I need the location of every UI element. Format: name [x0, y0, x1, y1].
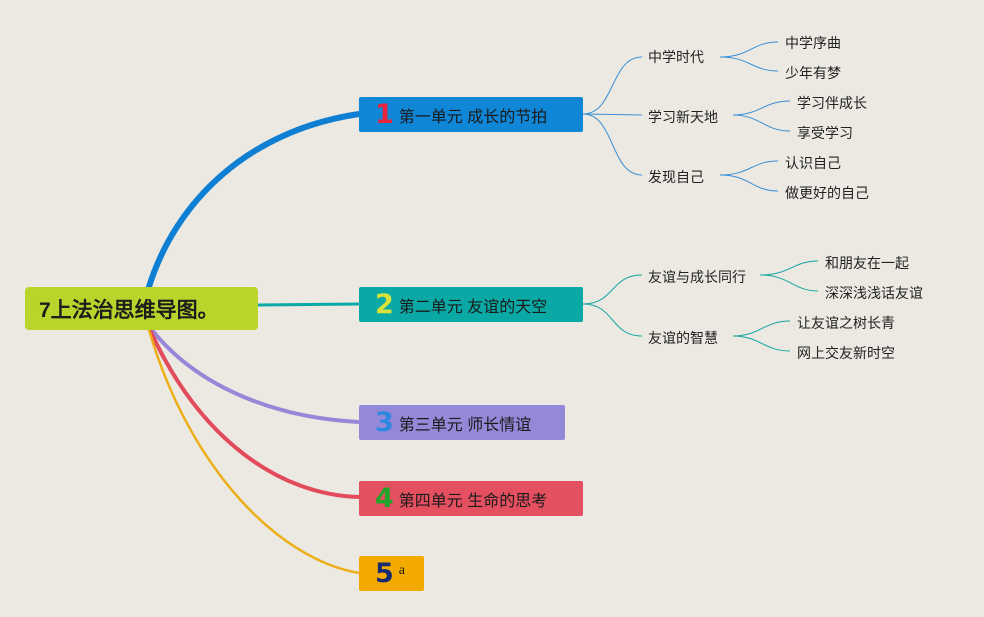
unit-5-node[interactable]: 5 a	[359, 556, 424, 591]
leaf-youyi-zhishu[interactable]: 让友谊之树长青	[797, 315, 895, 331]
unit-3-node[interactable]: 3 第三单元 师长情谊	[359, 405, 565, 440]
unit-1-node[interactable]: 1 第一单元 成长的节拍	[359, 97, 583, 132]
branch-leaf	[759, 274, 819, 292]
leaf-shenshen-qianqian[interactable]: 深深浅浅话友谊	[825, 285, 923, 301]
unit-3-label: 第三单元 师长情谊	[398, 416, 532, 434]
branch-unit2	[256, 302, 361, 307]
topic-youyi-de-zhihui[interactable]: 友谊的智慧	[648, 330, 718, 346]
unit-5-number: 5	[375, 558, 394, 589]
branch-leaf	[719, 160, 779, 176]
leaf-zuo-genghao-ziji[interactable]: 做更好的自己	[785, 185, 869, 201]
leaf-renshi-ziji[interactable]: 认识自己	[785, 155, 841, 171]
branch-leaf	[732, 114, 791, 132]
branch-topic-xuexi	[582, 113, 643, 116]
leaf-xuexi-ban-chengzhang[interactable]: 学习伴成长	[797, 95, 867, 111]
branch-leaf	[719, 174, 779, 192]
branch-unit1	[145, 111, 362, 293]
unit-4-node[interactable]: 4 第四单元 生命的思考	[359, 481, 583, 516]
topic-youyi-yu-chengzhang[interactable]: 友谊与成长同行	[648, 269, 746, 285]
topic-zhongxue-shidai[interactable]: 中学时代	[648, 49, 704, 65]
leaf-xiangshou-xuexi[interactable]: 享受学习	[797, 125, 853, 141]
branch-leaf	[719, 41, 779, 58]
leaf-wangshang-jiaoyou[interactable]: 网上交友新时空	[797, 345, 895, 361]
leaf-shaonian-youmeng[interactable]: 少年有梦	[785, 65, 841, 81]
root-label: 7上法治思维导图。	[39, 298, 219, 322]
branch-leaf	[732, 320, 791, 337]
unit-2-number: 2	[375, 289, 394, 320]
branch-unit5	[147, 328, 361, 575]
unit-1-number: 1	[375, 99, 394, 130]
topic-faxian-ziji[interactable]: 发现自己	[648, 169, 704, 185]
topic-xuexi-xintiandi[interactable]: 学习新天地	[648, 109, 718, 125]
unit-2-node[interactable]: 2 第二单元 友谊的天空	[359, 287, 583, 322]
branch-leaf	[732, 100, 791, 116]
leaf-zhongxue-xuqu[interactable]: 中学序曲	[785, 35, 841, 51]
unit-3-number: 3	[375, 407, 394, 438]
leaf-he-pengyou[interactable]: 和朋友在一起	[825, 255, 909, 271]
root-topic[interactable]: 7上法治思维导图。	[25, 287, 258, 330]
branch-leaf	[719, 56, 779, 72]
branch-topic-zhongxue	[582, 56, 643, 115]
branch-leaf	[732, 335, 791, 352]
branch-topic-youyi-zhihui	[582, 303, 643, 337]
branch-leaf	[759, 260, 819, 276]
branch-topic-youyi-chengzhang	[582, 274, 643, 305]
unit-4-label: 第四单元 生命的思考	[398, 492, 548, 510]
unit-4-number: 4	[375, 483, 394, 514]
unit-2-label: 第二单元 友谊的天空	[398, 298, 548, 316]
branch-unit3	[150, 328, 361, 424]
branch-unit4	[148, 328, 361, 499]
branch-topic-faxian	[582, 113, 643, 176]
unit-5-label: a	[398, 562, 406, 578]
unit-1-label: 第一单元 成长的节拍	[398, 108, 548, 126]
